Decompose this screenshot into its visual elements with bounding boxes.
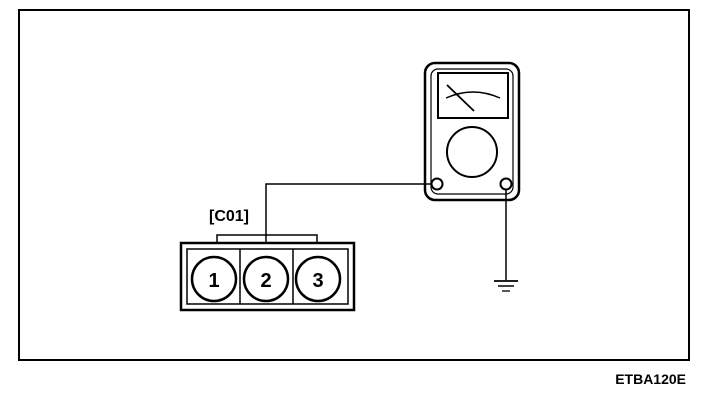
connector-pin-2: 2 — [242, 255, 290, 303]
connector-pin-1: 1 — [190, 255, 238, 303]
pin-1-label: 1 — [208, 270, 219, 292]
connector-latch — [216, 234, 318, 243]
connector-label: [C01] — [209, 208, 249, 225]
figure-code: ETBA120E — [615, 371, 686, 387]
test-lead-wire — [265, 183, 431, 254]
pin-3-label: 3 — [312, 270, 323, 292]
meter-needle — [446, 84, 475, 112]
meter-scale — [445, 91, 501, 99]
multimeter-icon — [423, 61, 521, 202]
ground-symbol-icon — [494, 280, 518, 292]
meter-display — [437, 72, 509, 119]
pin-2-label: 2 — [260, 270, 271, 292]
connector-pin-3: 3 — [294, 255, 342, 303]
diagram-frame — [18, 9, 690, 361]
meter-dial — [446, 126, 498, 178]
meter-terminal-left — [430, 177, 444, 191]
meter-terminal-right — [499, 177, 513, 191]
